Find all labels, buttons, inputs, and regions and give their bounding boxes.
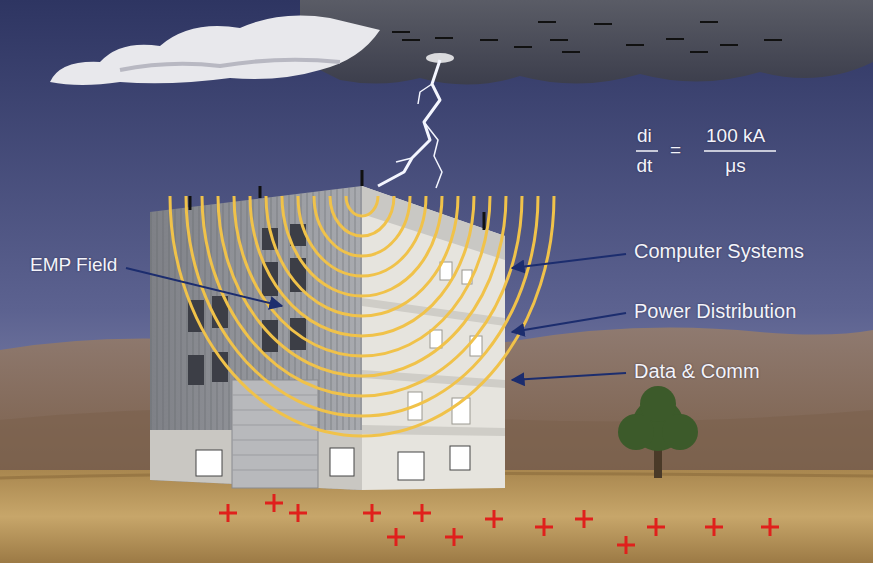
system-label: Data & Comm	[634, 360, 760, 383]
art-part	[626, 44, 644, 46]
plus-charge	[265, 494, 283, 512]
lightning-bolt	[378, 60, 442, 188]
garage-door	[232, 380, 318, 488]
emp-arc	[170, 196, 554, 436]
emp-arc	[282, 196, 442, 296]
fraction-bars	[636, 150, 776, 152]
art-part	[470, 336, 482, 356]
art-part	[666, 38, 684, 40]
art-part	[435, 37, 453, 39]
plus-charge	[575, 510, 593, 528]
art-part	[550, 39, 568, 41]
art-part	[480, 39, 498, 41]
art-part	[361, 170, 364, 186]
emp-arc	[234, 196, 490, 356]
tree-crown	[618, 386, 698, 451]
emp-arc	[186, 196, 538, 416]
building-cutaway	[362, 186, 505, 490]
art-part	[259, 186, 262, 198]
emp-arc	[314, 196, 410, 256]
leader-arrow	[512, 373, 626, 380]
art-part	[232, 455, 318, 456]
emp-arc	[346, 196, 378, 216]
garage-lines	[232, 395, 318, 470]
art-part	[378, 60, 440, 186]
cloud-highlight	[50, 16, 380, 85]
art-part	[483, 212, 486, 230]
art-part	[700, 21, 718, 23]
formula-numerator: 100 kA	[706, 125, 765, 147]
plus-charge	[761, 518, 779, 536]
emp-arc	[266, 196, 458, 316]
plus-charge	[485, 510, 503, 528]
storm-cloud	[300, 0, 873, 85]
positive-charges	[219, 494, 779, 554]
art-part	[704, 150, 776, 152]
art-part	[690, 51, 708, 53]
emp-arc	[330, 196, 394, 236]
leader-arrow	[512, 313, 626, 332]
leader-arrow	[512, 254, 626, 268]
art-part	[618, 414, 654, 450]
art-part	[396, 158, 412, 162]
emp-arc	[298, 196, 426, 276]
building-left-wall	[150, 186, 362, 490]
art-part	[189, 196, 192, 210]
formula-denominator: μs	[725, 155, 745, 177]
system-label: Power Distribution	[634, 300, 796, 323]
formula-equals: =	[670, 139, 681, 161]
art-part	[188, 355, 204, 385]
leader-arrow	[126, 268, 282, 306]
art-part	[392, 31, 410, 33]
plus-charge	[445, 528, 463, 546]
art-part	[424, 122, 442, 188]
art-part	[398, 452, 424, 480]
emp-arc	[218, 196, 506, 376]
art-part	[640, 386, 676, 422]
plus-charge	[387, 528, 405, 546]
art-part	[232, 395, 318, 396]
art-part	[232, 470, 318, 471]
system-label: Computer Systems	[634, 240, 804, 263]
art-part	[562, 51, 580, 53]
art-part	[450, 446, 470, 470]
art-part	[196, 450, 222, 476]
negative-charges	[392, 22, 782, 52]
art-part	[636, 150, 658, 152]
wall-ribbing	[150, 186, 362, 490]
art-part	[514, 46, 532, 48]
cloud-shade	[120, 60, 340, 70]
plus-charge	[289, 504, 307, 522]
emp-field-arcs	[170, 196, 554, 436]
art-part	[402, 39, 420, 41]
art-part	[594, 23, 612, 25]
art-part	[418, 84, 432, 104]
leader-arrows	[126, 254, 626, 380]
art-part	[720, 44, 738, 46]
art-part	[330, 448, 354, 476]
plus-charge	[413, 504, 431, 522]
plus-charge	[535, 518, 553, 536]
emp-arc	[250, 196, 474, 336]
formula-numerator: di	[637, 125, 652, 147]
plus-charge	[617, 536, 635, 554]
plus-charge	[363, 504, 381, 522]
plus-charge	[647, 518, 665, 536]
ground-windows	[196, 446, 470, 480]
plus-charge	[219, 504, 237, 522]
art-part	[662, 414, 698, 450]
plus-charge	[705, 518, 723, 536]
art-part	[232, 440, 318, 441]
art-part	[538, 21, 556, 23]
art-part	[420, 140, 430, 150]
formula-denominator: dt	[636, 155, 652, 177]
field-label: EMP Field	[30, 254, 117, 276]
art-part	[764, 39, 782, 41]
